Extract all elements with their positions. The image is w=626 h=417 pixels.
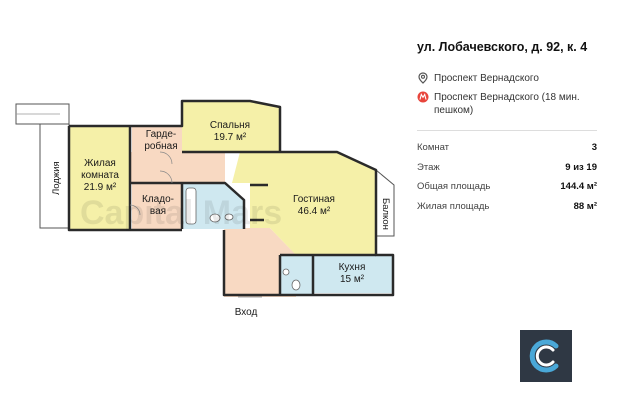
stat-value-total-area: 144.4 м²	[560, 181, 597, 193]
stat-value-floor: 9 из 19	[565, 161, 597, 173]
metro-icon	[417, 91, 429, 103]
lounge-label: Гостиная	[293, 194, 335, 205]
loggia-body	[39, 123, 70, 229]
stat-value-rooms: 3	[591, 142, 597, 153]
kitchen-floor	[313, 255, 393, 293]
bedroom-label: Спальня	[210, 120, 250, 131]
corridor-floor	[130, 152, 225, 183]
lounge-area: 46.4 м²	[298, 206, 331, 217]
logo-c-icon	[529, 339, 559, 373]
entrance-floor	[224, 228, 296, 297]
loggia-label: Лоджия	[51, 161, 62, 195]
stats-list: Комнат 3 Этаж 9 из 19 Общая площадь 144.…	[417, 142, 597, 220]
storage-floor	[132, 183, 182, 229]
plumbing-fixtures	[185, 187, 301, 291]
stat-label-floor: Этаж	[417, 161, 440, 173]
storage-label-2: вая	[150, 206, 166, 217]
dressing-room-floor	[132, 126, 182, 152]
stat-row: Жилая площадь 88 м²	[417, 201, 597, 221]
listing-info: ул. Лобачевского, д. 92, к. 4 Проспект В…	[417, 40, 597, 123]
living-room-area: 21.9 м²	[84, 182, 117, 193]
walls	[67, 99, 395, 297]
metro-row: Проспект Вернадского (18 мин. пешком)	[417, 91, 597, 117]
stat-row: Общая площадь 144.4 м²	[417, 181, 597, 201]
location-text: Проспект Вернадского	[434, 73, 539, 84]
dressing-room-label-2: робная	[144, 140, 177, 152]
stat-value-living-area: 88 м²	[573, 200, 597, 212]
balcony-label: Балкон	[380, 198, 391, 230]
metro-text: Проспект Вернадского (18 мин. пешком)	[434, 92, 580, 116]
entrance-label: Вход	[235, 307, 258, 318]
stat-label-rooms: Комнат	[417, 142, 450, 153]
bedroom-area: 19.7 м²	[214, 132, 247, 143]
location-row: Проспект Вернадского	[417, 72, 597, 85]
divider	[417, 130, 597, 131]
stat-row: Комнат 3	[417, 142, 597, 162]
stat-label-living-area: Жилая площадь	[417, 200, 490, 212]
living-room-label-2: комната	[81, 170, 119, 181]
stat-row: Этаж 9 из 19	[417, 162, 597, 182]
living-room-floor	[69, 126, 131, 230]
bedroom-floor	[182, 101, 280, 152]
address-title: ул. Лобачевского, д. 92, к. 4	[417, 40, 588, 54]
watermark-text: Capital Mars	[80, 194, 282, 232]
location-pin-icon	[418, 72, 428, 84]
storage-label-1: Кладо-	[142, 194, 174, 205]
kitchen-area: 15 м²	[340, 274, 365, 285]
kitchen-label: Кухня	[339, 262, 366, 273]
dressing-room-label-1: Гарде-	[146, 129, 176, 140]
company-logo	[520, 330, 572, 382]
stat-label-total-area: Общая площадь	[417, 181, 491, 193]
lounge-floor	[232, 152, 376, 255]
floor-plan: Capital Mars Лоджия Балкон Жилая комната…	[15, 99, 395, 318]
living-room-label-1: Жилая	[84, 158, 116, 169]
